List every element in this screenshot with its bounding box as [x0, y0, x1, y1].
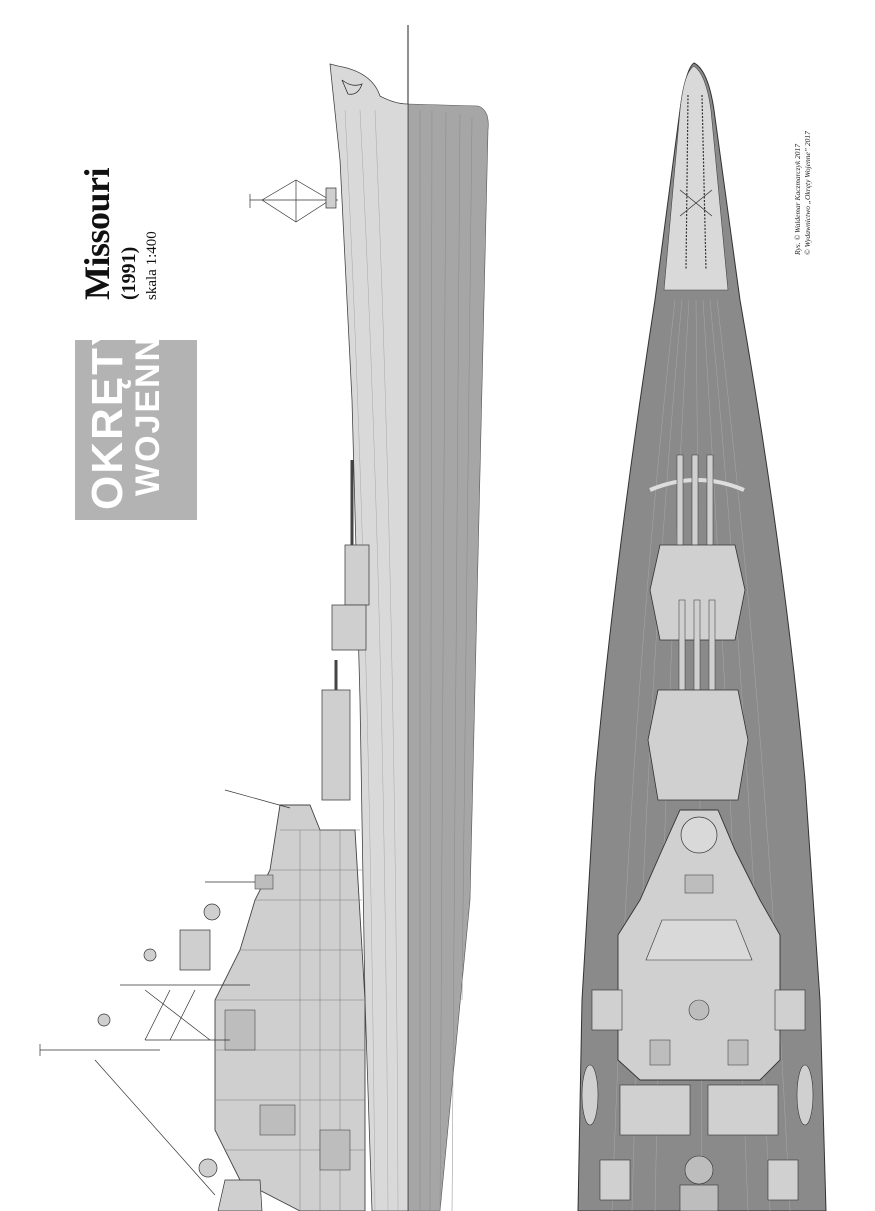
author-credit: Rys. © Waldemar Kaczmarczyk 2017 — [793, 143, 802, 255]
title-block: Missouri (1991) skala 1:400 — [77, 167, 160, 300]
side-profile-view — [39, 25, 489, 1211]
turret-2-side — [321, 604, 367, 801]
logo-line-1: OKRĘTY — [83, 314, 132, 510]
hull-lines — [419, 109, 473, 1211]
publisher-credit: © Wydawnictwo „Okręty Wojenne” 2017 — [803, 131, 812, 255]
publisher-logo-text: OKRĘTY WOJENNE — [83, 310, 168, 510]
forecastle-plan — [663, 65, 729, 291]
top-plan-view — [577, 62, 827, 1211]
bow-rigging — [249, 179, 338, 223]
ship-title: Missouri — [77, 167, 117, 300]
logo-line-2: WOJENNE — [129, 310, 167, 496]
credits: Rys. © Waldemar Kaczmarczyk 2017 © Wydaw… — [793, 131, 813, 255]
turret-2-plan — [647, 599, 749, 801]
superstructure-side — [214, 804, 366, 1211]
turret-1-side — [344, 460, 370, 606]
masts-and-radars — [39, 789, 291, 1211]
hull-below-waterline — [407, 103, 489, 1211]
hull-above-waterline — [329, 63, 409, 1211]
bow-cross-marking — [679, 189, 713, 217]
publisher-logo — [75, 340, 197, 520]
bow-anchor — [341, 79, 363, 95]
ship-year: (1991) — [118, 246, 140, 300]
turret-1-plan — [649, 454, 746, 641]
drawing-scale: skala 1:400 — [144, 231, 160, 300]
anchor-chains — [685, 94, 707, 271]
superstructure-plan — [581, 809, 814, 1211]
